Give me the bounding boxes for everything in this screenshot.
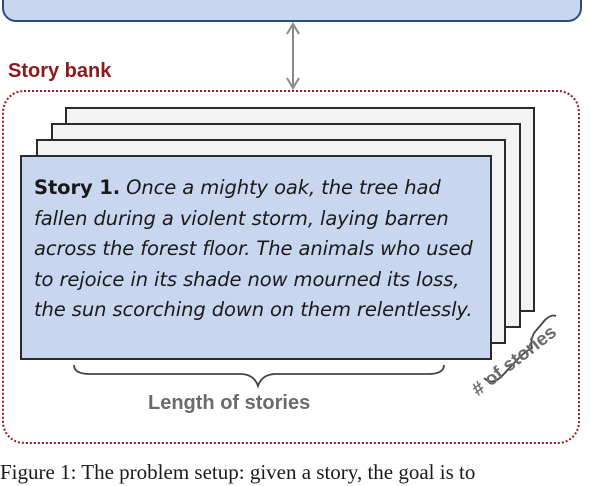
story-bank-title: Story bank xyxy=(8,60,112,82)
story-label: Story 1. xyxy=(34,176,121,199)
story-body: Once a mighty oak, the tree had fallen d… xyxy=(34,176,473,321)
upper-component-box xyxy=(2,0,582,22)
story-bank-container xyxy=(2,90,580,444)
figure-caption: Figure 1: The problem setup: given a sto… xyxy=(0,460,476,484)
story-card-front: Story 1. Once a mighty oak, the tree had… xyxy=(20,155,492,360)
length-of-stories-label: Length of stories xyxy=(148,392,311,414)
story-text: Story 1. Once a mighty oak, the tree had… xyxy=(34,173,480,326)
count-brace xyxy=(483,314,557,383)
length-brace xyxy=(73,364,445,389)
